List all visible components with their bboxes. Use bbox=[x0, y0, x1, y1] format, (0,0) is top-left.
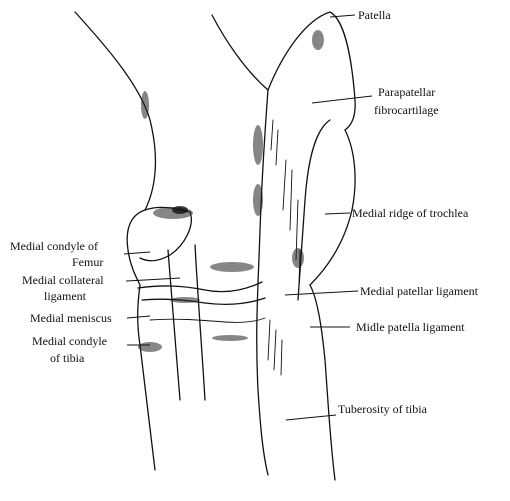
label-midle-patella: Midle patella ligament bbox=[356, 320, 465, 334]
label-parapatellar-line1: Parapatellar bbox=[378, 85, 435, 99]
label-medial-meniscus: Medial meniscus bbox=[30, 311, 112, 325]
label-parapatellar-line2: fibrocartilage bbox=[374, 103, 439, 117]
label-medial-patellar: Medial patellar ligament bbox=[360, 284, 479, 298]
knee-illustration bbox=[75, 12, 355, 480]
labels: Patella Parapatellar fibrocartilage Medi… bbox=[10, 8, 479, 416]
label-tuberosity: Tuberosity of tibia bbox=[338, 402, 428, 416]
leader-medial-meniscus bbox=[127, 316, 150, 318]
label-medial-condyle-tibia-line2: of tibia bbox=[50, 351, 85, 365]
tibia-right-outline bbox=[310, 285, 335, 480]
meniscus-lower-line bbox=[142, 298, 265, 304]
parapatellar-inner-outline bbox=[298, 120, 330, 300]
label-patella: Patella bbox=[358, 8, 391, 22]
leader-medial-patellar bbox=[285, 291, 358, 295]
collateral-ligament-right-edge bbox=[195, 245, 205, 400]
leader-medial-ridge bbox=[325, 213, 350, 214]
label-medial-collateral-line2: ligament bbox=[44, 289, 87, 303]
collateral-ligament-left-edge bbox=[168, 250, 180, 400]
label-medial-condyle-femur-line2: Femur bbox=[72, 255, 103, 269]
label-medial-collateral-line1: Medial collateral bbox=[22, 273, 104, 287]
ligament-fibres bbox=[268, 120, 300, 375]
meniscus-upper-line bbox=[138, 282, 262, 292]
leader-parapatellar bbox=[312, 96, 372, 103]
tibia-plateau-line bbox=[150, 318, 265, 322]
leader-medial-collateral bbox=[126, 278, 180, 281]
label-medial-condyle-tibia-line1: Medial condyle bbox=[32, 334, 107, 348]
tibia-left-outline bbox=[138, 285, 155, 470]
trochlear-ridge-outline bbox=[310, 130, 355, 285]
label-medial-ridge: Medial ridge of trochlea bbox=[352, 206, 469, 220]
label-medial-condyle-femur-line1: Medial condyle of bbox=[10, 239, 98, 253]
patella-outline bbox=[268, 12, 355, 130]
femur-inner-line bbox=[212, 15, 268, 90]
